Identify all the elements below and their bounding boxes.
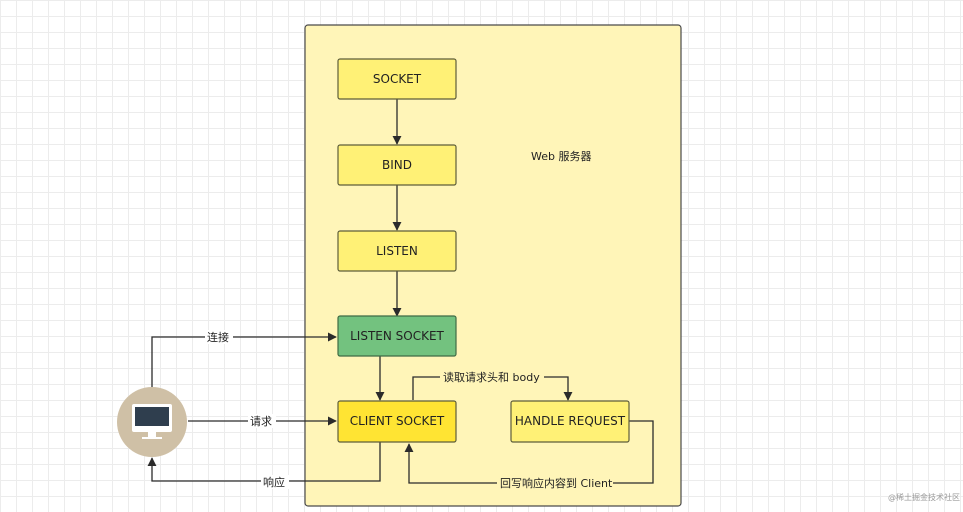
node-socket-label: SOCKET <box>373 72 422 86</box>
container-label: Web 服务器 <box>531 150 591 163</box>
node-listen-socket-label: LISTEN SOCKET <box>350 329 444 343</box>
node-handle-request <box>510 400 630 443</box>
node-listen-label: LISTEN <box>376 244 418 258</box>
node-listen <box>337 230 457 272</box>
node-bind-label: BIND <box>382 158 412 172</box>
node-client-socket-label: CLIENT SOCKET <box>350 414 445 428</box>
node-handle-request-label: HANDLE REQUEST <box>515 414 626 428</box>
label-read: 读取请求头和 body <box>443 370 540 384</box>
node-listen-socket <box>337 315 457 357</box>
node-client-socket <box>337 400 457 443</box>
label-request: 请求 <box>250 415 272 428</box>
watermark: @稀土掘金技术社区 <box>888 492 960 502</box>
edge-connect <box>151 332 337 388</box>
label-connect: 连接 <box>207 331 229 344</box>
desktop-computer-icon <box>117 387 187 457</box>
node-socket <box>337 58 457 100</box>
label-write-back: 回写响应内容到 Client <box>500 476 613 490</box>
node-bind <box>337 144 457 186</box>
edge-write-back <box>404 420 654 484</box>
label-response: 响应 <box>263 475 285 489</box>
